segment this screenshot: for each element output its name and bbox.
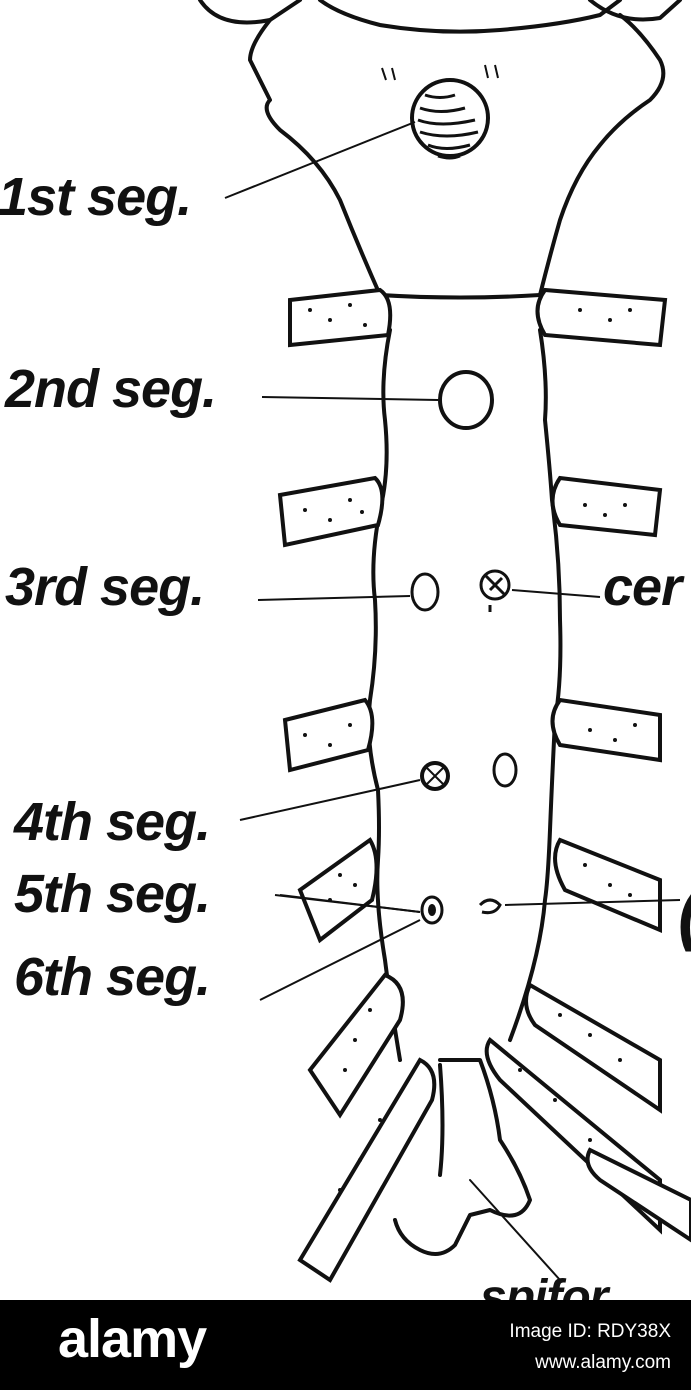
leader-seg5-b <box>279 894 421 913</box>
alamy-logo: alamy <box>58 1309 207 1369</box>
label-cer: cer <box>603 557 682 617</box>
rib-right-7 <box>585 1147 691 1243</box>
rib-left-5 <box>307 972 405 1119</box>
leader-seg6 <box>259 919 421 1001</box>
diagram-drawing <box>198 0 691 1283</box>
seg3-left-body <box>410 572 440 612</box>
seg4-right-body <box>492 752 518 788</box>
leader-cer <box>511 589 601 598</box>
site-url-text: www.alamy.com <box>535 1352 671 1373</box>
leader-seg2 <box>261 396 439 401</box>
label-seg3: 3rd seg. <box>5 557 205 617</box>
anatomical-diagram: 1st seg. 2nd seg. 3rd seg. cer 4th seg. … <box>0 0 691 1322</box>
top-left-partial-bone <box>198 0 302 25</box>
label-right-partial: ( <box>678 878 691 948</box>
column-left-wall <box>366 328 402 1062</box>
rib-left-1 <box>288 287 393 348</box>
rib-left-3 <box>282 697 375 773</box>
rib-left-4 <box>297 837 379 944</box>
rib-right-2 <box>550 475 663 538</box>
label-seg5: 5th seg. <box>14 864 211 924</box>
label-seg6: 6th seg. <box>14 947 211 1007</box>
rib-left-6 <box>297 1057 437 1283</box>
label-seg2: 2nd seg. <box>5 359 217 419</box>
label-seg1: 1st seg. <box>0 167 192 227</box>
top-right-partial-bone <box>588 0 682 22</box>
rib-left-2 <box>277 475 385 548</box>
leader-seg4 <box>239 779 421 821</box>
leader-seg3 <box>257 595 411 601</box>
leader-seg1 <box>224 121 416 199</box>
rib-right-1 <box>535 287 668 348</box>
leader-right <box>504 899 681 906</box>
watermark-bar <box>0 1300 691 1390</box>
pointer-line-bottom <box>469 1179 561 1281</box>
column-right-wall <box>508 328 563 1042</box>
bottom-section <box>393 1058 532 1256</box>
label-seg4: 4th seg. <box>14 792 211 852</box>
seg2-ovoid <box>438 370 494 430</box>
segment-line-1 <box>378 293 542 300</box>
rib-right-4 <box>553 837 662 934</box>
seg1-ovoid <box>410 78 490 158</box>
head-segment-outline <box>248 18 382 297</box>
seg3-right-body <box>479 569 511 612</box>
image-id-text: Image ID: RDY38X <box>509 1321 671 1342</box>
rib-right-3 <box>550 697 662 763</box>
seg5-right-body <box>478 898 502 915</box>
